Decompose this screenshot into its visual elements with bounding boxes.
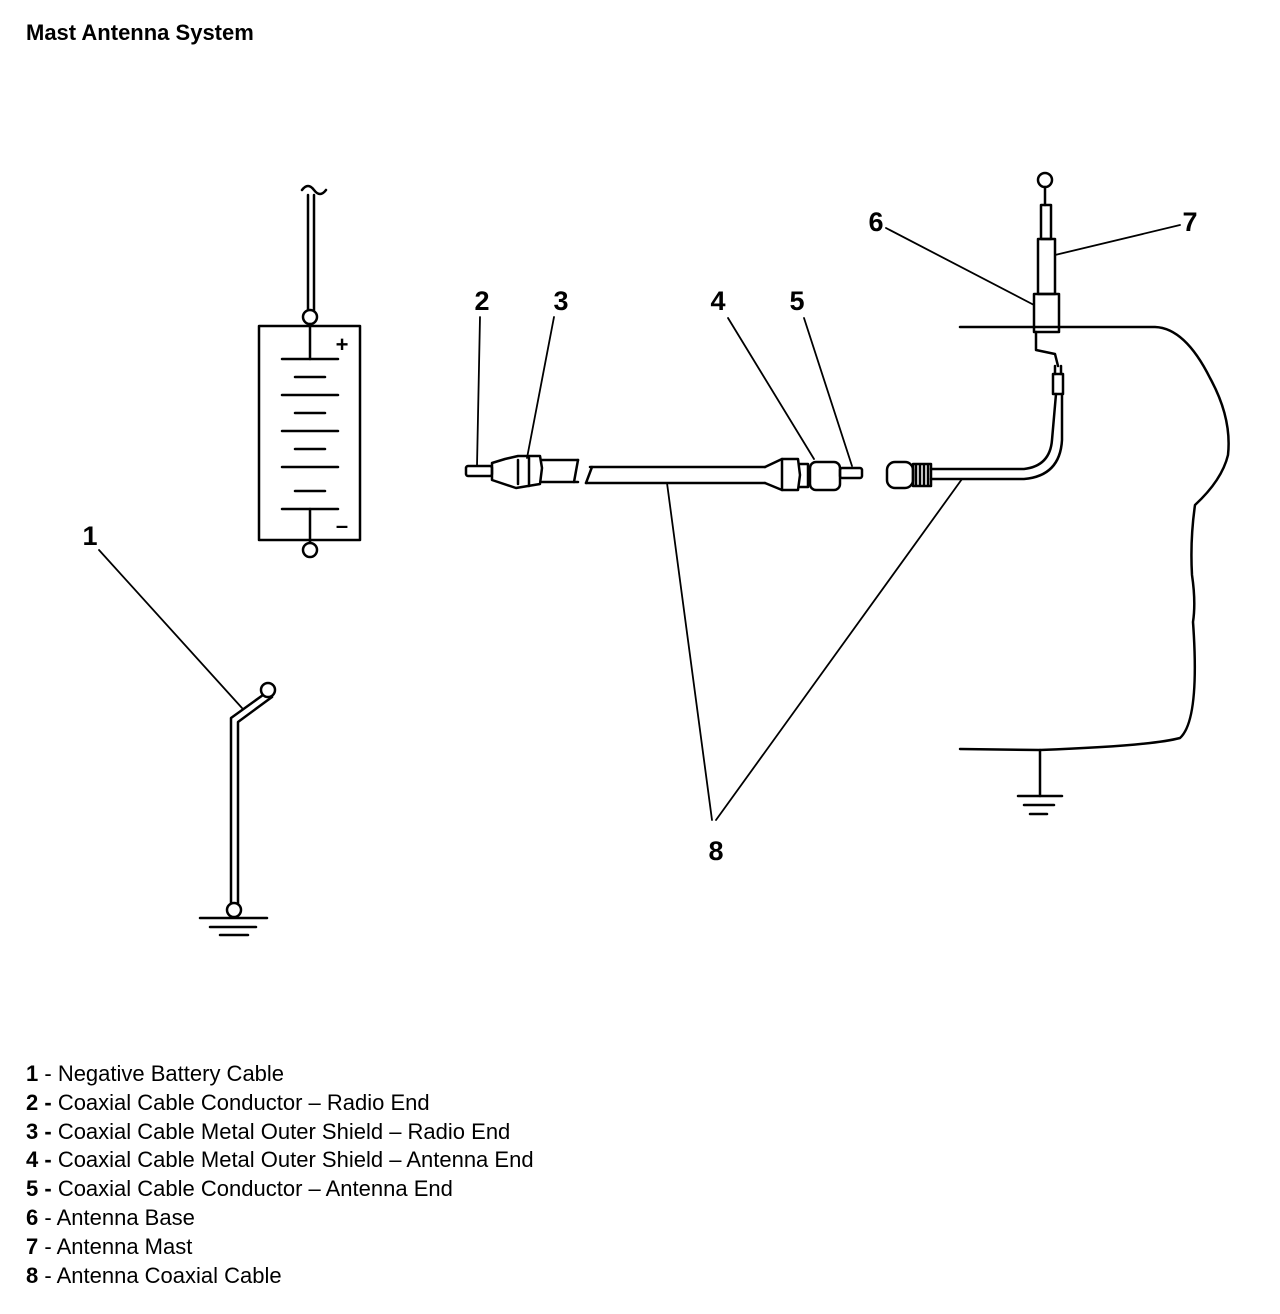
legend-text: Negative Battery Cable <box>57 1061 285 1086</box>
page-title: Mast Antenna System <box>26 20 254 45</box>
leader-line-2 <box>476 316 481 467</box>
legend-separator: - <box>38 1061 58 1086</box>
legend-list: 1 - Negative Battery Cable 2 - Coaxial C… <box>26 1060 534 1290</box>
legend-item: 6 - Antenna Base <box>26 1204 534 1233</box>
legend-item: 1 - Negative Battery Cable <box>26 1060 534 1089</box>
leader-line-8a <box>666 482 713 821</box>
ground-symbol-left <box>198 916 269 937</box>
callout-2: 2 <box>474 286 489 316</box>
legend-text: Antenna Base <box>56 1204 195 1230</box>
antenna-base <box>1032 292 1061 334</box>
legend-item: 4 - Coaxial Cable Metal Outer Shield – A… <box>26 1146 534 1175</box>
coax-antenna-end-connector <box>584 457 864 492</box>
legend-item: 2 - Coaxial Cable Conductor – Radio End <box>26 1089 534 1118</box>
legend-item: 5 - Coaxial Cable Conductor – Antenna En… <box>26 1175 534 1204</box>
negative-battery-cable <box>225 681 277 919</box>
legend-item: 3 - Coaxial Cable Metal Outer Shield – R… <box>26 1118 534 1147</box>
leader-line-5 <box>803 317 853 467</box>
legend-number: 5 - <box>26 1176 52 1202</box>
legend-separator: - <box>38 1262 57 1288</box>
legend-number: 6 <box>26 1204 39 1230</box>
callout-7: 7 <box>1182 207 1197 237</box>
callout-5: 5 <box>789 286 804 316</box>
callout-1: 1 <box>82 521 97 551</box>
legend-text: Antenna Coaxial Cable <box>56 1262 282 1288</box>
mast-tip-ball <box>1036 171 1054 189</box>
battery-negative-terminal <box>301 541 319 559</box>
legend-item: 8 - Antenna Coaxial Cable <box>26 1262 534 1291</box>
leader-line-3 <box>526 316 555 459</box>
legend-text: Coaxial Cable Metal Outer Shield – Radio… <box>57 1118 511 1144</box>
legend-text: Coaxial Cable Conductor – Radio End <box>57 1089 430 1115</box>
cable-terminal-ring <box>259 681 277 699</box>
legend-item: 7 - Antenna Mast <box>26 1233 534 1262</box>
legend-number: 4 - <box>26 1147 52 1173</box>
coax-center-conductor-antenna <box>838 466 864 480</box>
legend-separator: - <box>38 1204 57 1230</box>
coax-radio-end-connector <box>464 454 580 490</box>
legend-number: 2 - <box>26 1089 52 1115</box>
vehicle-body-outline <box>958 325 1230 752</box>
battery-plus-mark: + <box>336 332 349 357</box>
callout-6: 6 <box>868 207 883 237</box>
callout-8: 8 <box>708 836 723 866</box>
leader-line-7 <box>1054 224 1181 256</box>
battery-minus-mark: – <box>336 513 348 538</box>
antenna-mast <box>1036 171 1057 296</box>
leader-line-6 <box>885 227 1035 306</box>
leader-line-8b <box>715 478 963 821</box>
battery-positive-lead <box>300 184 328 196</box>
coax-outer-shield-radio <box>490 454 544 490</box>
legend-text: Coaxial Cable Conductor – Antenna End <box>57 1176 453 1202</box>
coax-center-conductor-radio <box>464 464 494 478</box>
legend-text: Coaxial Cable Metal Outer Shield – Anten… <box>57 1147 534 1173</box>
legend-number: 7 <box>26 1233 39 1259</box>
leader-line-4 <box>727 317 815 460</box>
ground-connection-point <box>225 901 243 919</box>
callout-4: 4 <box>710 286 725 316</box>
leader-line-1 <box>98 549 243 709</box>
antenna-coax-lead <box>885 330 1065 490</box>
battery-symbol <box>257 184 362 559</box>
legend-number: 1 <box>26 1061 39 1086</box>
ground-symbol-right <box>1016 748 1064 816</box>
legend-separator: - <box>38 1233 57 1259</box>
legend-number: 8 <box>26 1262 39 1288</box>
legend-text: Antenna Mast <box>56 1233 193 1259</box>
callout-3: 3 <box>553 286 568 316</box>
legend-number: 3 - <box>26 1118 52 1144</box>
battery-positive-terminal <box>301 308 319 326</box>
antenna-system-diagram: + – 1 2 3 4 5 6 7 8 <box>82 171 1230 937</box>
